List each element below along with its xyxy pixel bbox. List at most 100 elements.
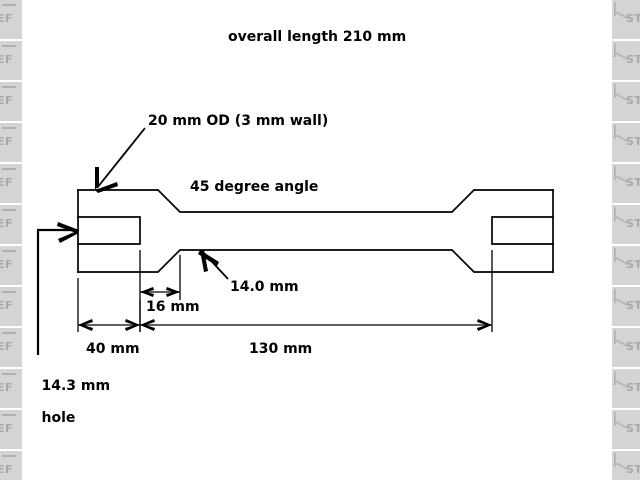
right-edge-row: ST xyxy=(612,41,640,82)
od-leader-arrowhead xyxy=(95,167,118,193)
left-edge-row: EF xyxy=(0,123,22,164)
left-edge-row: EF xyxy=(0,369,22,410)
edge-tick-mark xyxy=(2,455,16,457)
right-edge-text-fragment: ST xyxy=(626,135,640,148)
left-edge-row: EF xyxy=(0,451,22,480)
dim-40mm-arrowheads xyxy=(78,319,140,331)
left-bore-hole xyxy=(77,216,141,245)
left-edge-row: EF xyxy=(0,0,22,41)
right-edge-text-fragment: ST xyxy=(626,258,640,271)
left-edge-text-fragment: EF xyxy=(0,340,14,353)
edge-tick-mark xyxy=(2,45,16,47)
left-edge-text-fragment: EF xyxy=(0,94,14,107)
edge-slash-mark xyxy=(614,371,630,385)
right-edge-text-fragment: ST xyxy=(626,463,640,476)
edge-tick-mark xyxy=(2,127,16,129)
right-edge-row: ST xyxy=(612,451,640,480)
edge-slash-mark xyxy=(614,248,630,262)
label-grip-length: 40 mm xyxy=(86,341,140,357)
label-outer-diameter: 20 mm OD (3 mm wall) xyxy=(148,113,329,129)
edge-slash-mark xyxy=(614,125,630,139)
right-edge-strip: STSTSTSTSTSTSTSTSTSTSTSTST xyxy=(612,0,640,480)
gauge-dia-leader-arrowhead xyxy=(198,250,219,272)
left-edge-row: EF xyxy=(0,41,22,82)
edge-slash-mark xyxy=(614,330,630,344)
right-edge-row: ST xyxy=(612,328,640,369)
left-edge-row: EF xyxy=(0,328,22,369)
left-edge-text-fragment: EF xyxy=(0,463,14,476)
dim-16mm xyxy=(139,250,181,300)
left-edge-row: EF xyxy=(0,164,22,205)
label-gauge-diameter: 14.0 mm xyxy=(230,279,299,295)
left-edge-text-fragment: EF xyxy=(0,422,14,435)
left-edge-text-fragment: EF xyxy=(0,12,14,25)
left-edge-text-fragment: EF xyxy=(0,258,14,271)
right-edge-text-fragment: ST xyxy=(626,12,640,25)
dim-130mm-arrowheads xyxy=(140,319,492,331)
edge-slash-mark xyxy=(614,289,630,303)
label-hole-diameter: 14.3 mm xyxy=(41,378,111,395)
right-edge-text-fragment: ST xyxy=(626,340,640,353)
right-edge-row: ST xyxy=(612,164,640,205)
left-edge-text-fragment: EF xyxy=(0,299,14,312)
right-edge-text-fragment: ST xyxy=(626,422,640,435)
edge-tick-mark xyxy=(2,168,16,170)
left-edge-text-fragment: EF xyxy=(0,217,14,230)
label-overall-length: overall length 210 mm xyxy=(228,29,407,45)
right-edge-text-fragment: ST xyxy=(626,94,640,107)
right-edge-row: ST xyxy=(612,369,640,410)
right-edge-row: ST xyxy=(612,82,640,123)
edge-tick-mark xyxy=(2,4,16,6)
label-body-length: 130 mm xyxy=(249,341,313,357)
left-edge-text-fragment: EF xyxy=(0,53,14,66)
edge-tick-mark xyxy=(2,209,16,211)
edge-slash-mark xyxy=(614,412,630,426)
right-edge-text-fragment: ST xyxy=(626,176,640,189)
left-edge-text-fragment: EF xyxy=(0,135,14,148)
edge-slash-mark xyxy=(614,2,630,16)
right-edge-row: ST xyxy=(612,246,640,287)
profile-top-edge xyxy=(77,189,554,213)
edge-slash-mark xyxy=(614,84,630,98)
right-edge-row: ST xyxy=(612,287,640,328)
right-edge-text-fragment: ST xyxy=(626,381,640,394)
hole-leader-arrowhead xyxy=(57,222,79,243)
right-edge-row: ST xyxy=(612,123,640,164)
edge-tick-mark xyxy=(2,291,16,293)
edge-slash-mark xyxy=(614,43,630,57)
left-edge-text-fragment: EF xyxy=(0,176,14,189)
label-shoulder-angle: 45 degree angle xyxy=(190,179,319,195)
dim-130mm xyxy=(139,250,493,332)
edge-tick-mark xyxy=(2,414,16,416)
dim-16mm-arrowheads xyxy=(140,287,180,297)
right-edge-text-fragment: ST xyxy=(626,53,640,66)
edge-tick-mark xyxy=(2,373,16,375)
od-leader-line xyxy=(96,127,146,189)
hole-leader-line xyxy=(36,228,72,355)
label-hole-word: hole xyxy=(41,410,76,427)
label-hole-callout: 14.3 mm hole xyxy=(22,362,111,442)
left-edge-row: EF xyxy=(0,287,22,328)
left-edge-row: EF xyxy=(0,205,22,246)
edge-tick-mark xyxy=(2,332,16,334)
label-taper-length: 16 mm xyxy=(146,299,200,315)
edge-slash-mark xyxy=(614,166,630,180)
left-edge-row: EF xyxy=(0,410,22,451)
edge-slash-mark xyxy=(614,453,630,467)
right-edge-text-fragment: ST xyxy=(626,217,640,230)
right-edge-row: ST xyxy=(612,410,640,451)
edge-slash-mark xyxy=(614,207,630,221)
right-bore-hole xyxy=(491,216,554,245)
left-edge-row: EF xyxy=(0,82,22,123)
left-edge-row: EF xyxy=(0,246,22,287)
left-edge-text-fragment: EF xyxy=(0,381,14,394)
specimen-outline xyxy=(77,189,554,273)
left-edge-strip: EFEFEFEFEFEFEFEFEFEFEFEFEF xyxy=(0,0,22,480)
right-edge-row: ST xyxy=(612,205,640,246)
profile-bottom-edge xyxy=(77,249,554,273)
edge-tick-mark xyxy=(2,250,16,252)
right-edge-text-fragment: ST xyxy=(626,299,640,312)
right-edge-row: ST xyxy=(612,0,640,41)
